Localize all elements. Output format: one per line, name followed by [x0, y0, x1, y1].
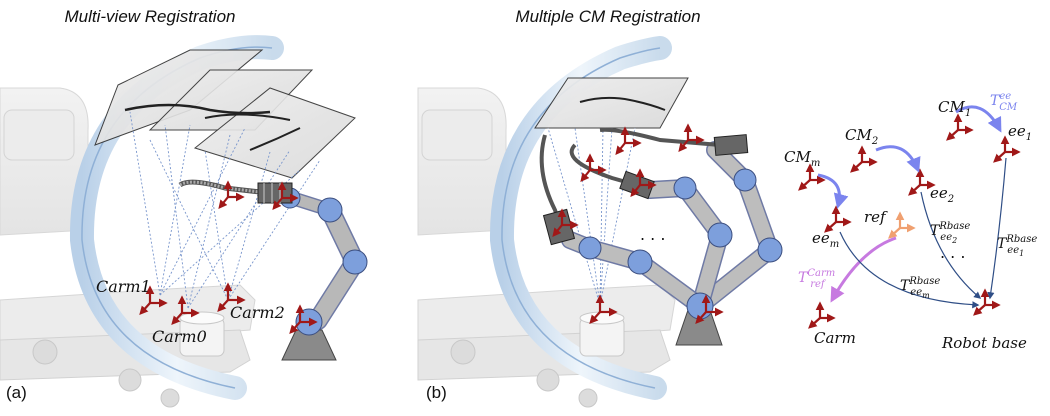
arrow-ee2-base: [920, 191, 982, 299]
label-cm1: CM1: [938, 98, 971, 119]
label-robot-base: Robot base: [941, 334, 1027, 352]
label-ee2: ee2: [930, 184, 954, 205]
detector-plate-right: [534, 77, 689, 129]
panel-b: Multiple CM Registration: [417, 7, 1037, 408]
frame-icon-cm1: [946, 113, 974, 141]
frame-icon-robot-base: [973, 288, 1001, 316]
title-multiple-cm: Multiple CM Registration: [515, 7, 700, 26]
arrow-ref-carm: [830, 236, 897, 303]
frame-icon-carm2: [217, 282, 246, 312]
joint-icon: [317, 197, 343, 223]
joint-icon: [757, 237, 783, 263]
xray-source-right: [579, 311, 625, 357]
arrow-eem-base: [839, 231, 980, 309]
ellipsis-graph: . . .: [940, 243, 965, 262]
frame-icon-carm: [808, 301, 836, 329]
arrow-ee1-base: [987, 157, 1007, 300]
frame-icon-eem: [824, 205, 852, 233]
joint-icon: [707, 222, 733, 248]
label-cm2: CM2: [845, 126, 878, 147]
label-eem: eem: [812, 229, 839, 250]
label-ee1: ee1: [1008, 122, 1032, 143]
frame-icon-carm1: [139, 285, 168, 315]
label-carm0: Carm0: [152, 327, 207, 346]
arrow-cm1-ee1: [955, 105, 1002, 133]
detector-plates: [94, 49, 356, 179]
wheel-icon: [32, 339, 58, 365]
frame-icon-ee2-left: [272, 181, 299, 211]
label-carm2: Carm2: [230, 303, 285, 322]
panel-label-a: (a): [6, 383, 27, 402]
wheel-icon: [578, 388, 598, 408]
transform-graph: CM1 ee1 CM2 ee2 CMm eem ref Carm Robot b…: [784, 91, 1037, 352]
xray-source-left: [179, 311, 225, 357]
label-cmm: CMm: [784, 148, 820, 169]
panel-label-b: (b): [426, 383, 447, 402]
frame-icon-scene: [552, 123, 724, 324]
title-multi-view: Multi-view Registration: [65, 7, 236, 26]
joint-icon: [578, 236, 602, 260]
panel-a: Multi-view Registration: [0, 7, 368, 408]
wheel-icon: [118, 368, 142, 392]
frame-icon-ee2: [908, 168, 936, 196]
frame-icon-ee-left: [218, 180, 245, 210]
frame-icon-cmm: [798, 163, 826, 191]
wheel-icon: [160, 388, 180, 408]
label-carm1: Carm1: [96, 277, 151, 296]
arrow-cmm-eem: [817, 173, 849, 209]
frame-icon-cm2: [850, 145, 878, 173]
arrow-cm2-ee2: [875, 145, 921, 173]
wheel-icon: [536, 368, 560, 392]
label-ref: ref: [864, 208, 888, 226]
frame-icon-base-left: [289, 304, 318, 334]
joint-icon: [733, 168, 757, 192]
joint-icon: [342, 249, 368, 275]
joint-icon: [627, 249, 653, 275]
joint-icon: [686, 292, 714, 320]
frame-icon-carm0: [171, 295, 200, 325]
frame-icon-ee1: [993, 135, 1021, 163]
wheel-icon: [450, 339, 476, 365]
ellipsis-middle: . . .: [640, 225, 665, 244]
joint-icon: [673, 176, 697, 200]
label-carm: Carm: [814, 329, 856, 347]
projection-lines-right: [547, 127, 636, 306]
frame-icon-ref: [888, 211, 916, 239]
robot-arms-right: [539, 127, 783, 346]
